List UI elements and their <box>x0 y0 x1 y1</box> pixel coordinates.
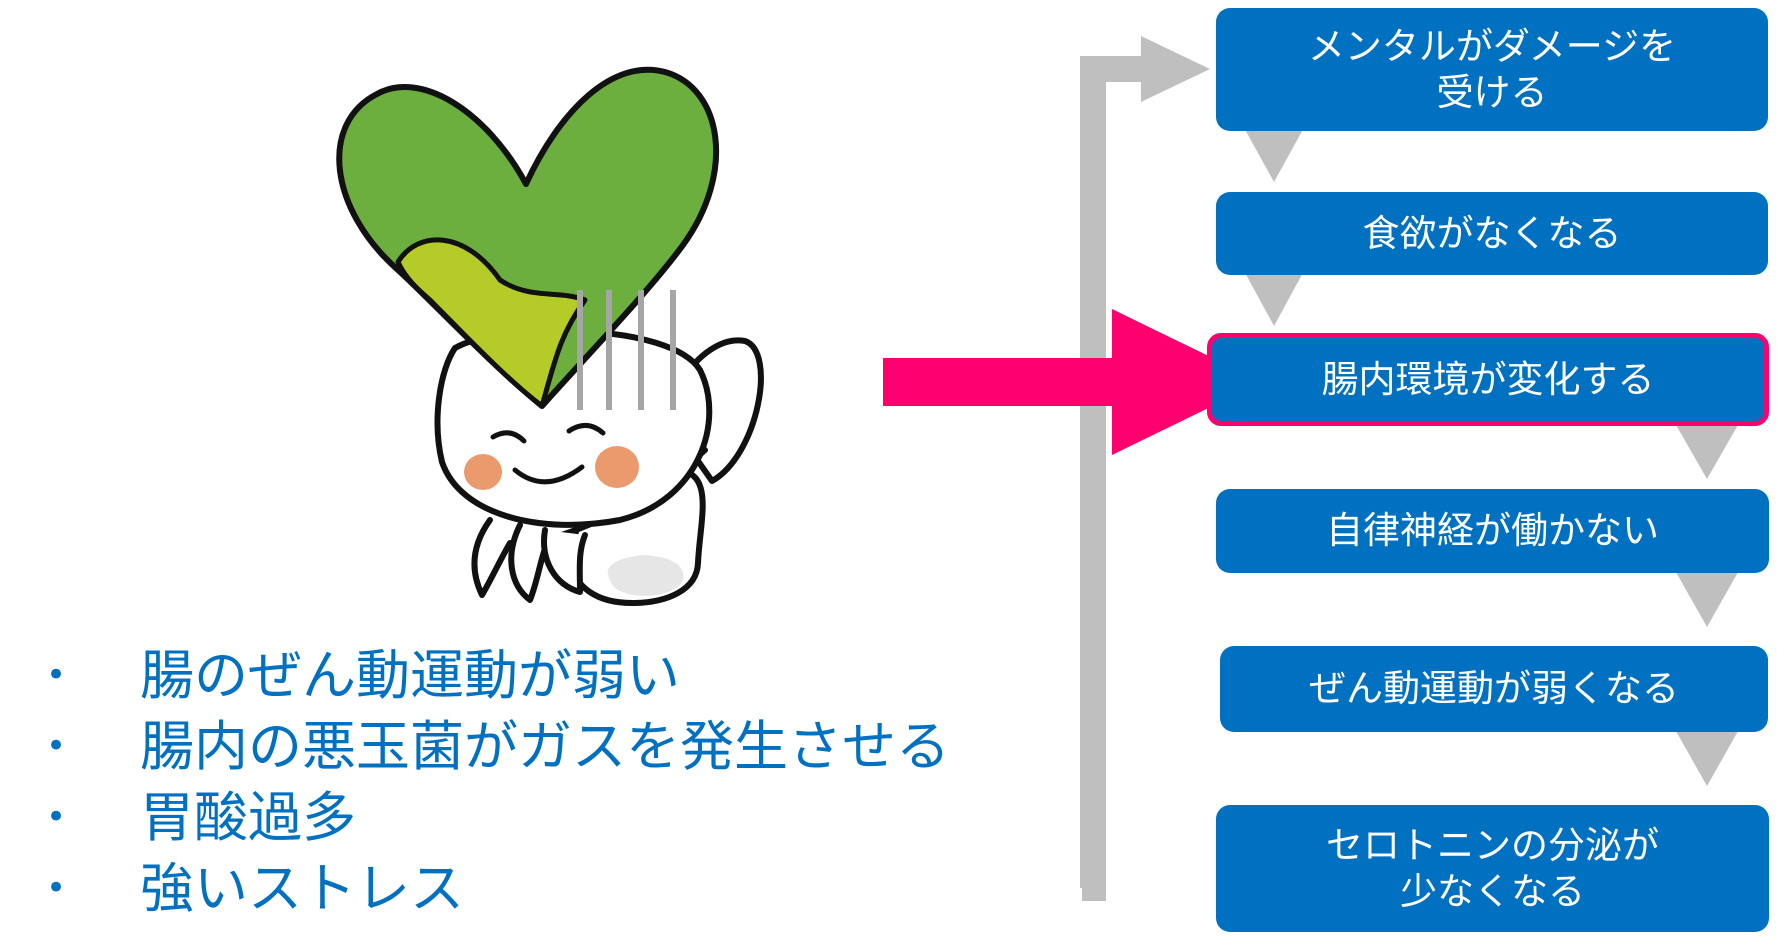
flow-step-gut-environment-change: 腸内環境が変化する <box>1207 333 1769 426</box>
flow-step-loss-of-appetite: 食欲がなくなる <box>1216 192 1768 275</box>
causes-list: • 腸のぜん動運動が弱い • 腸内の悪玉菌がガスを発生させる • 胃酸過多 • … <box>40 640 950 924</box>
step-connector-3 <box>1668 411 1746 479</box>
heart-leaf-light <box>395 237 588 409</box>
cause-item-text: 腸のぜん動運動が弱い <box>140 644 680 707</box>
flow-step-weak-peristalsis: ぜん動運動が弱くなる <box>1220 646 1768 732</box>
mascot-right-eye <box>566 423 606 436</box>
cause-item: • 強いストレス <box>40 853 950 924</box>
step-connector-4 <box>1668 558 1746 627</box>
flow-step-label: 腸内環境が変化する <box>1321 357 1655 401</box>
step-connector-1 <box>1237 115 1311 182</box>
flow-step-mental-damage: メンタルがダメージを 受ける <box>1216 8 1768 131</box>
cause-item-text: 腸内の悪玉菌がガスを発生させる <box>140 715 950 778</box>
flow-step-label: セロトニンの分泌が 少なくなる <box>1326 824 1659 913</box>
feedback-loop-connector <box>1080 36 1210 901</box>
mascot-mouth <box>512 464 585 485</box>
step-connectors <box>1237 115 1746 786</box>
flow-step-label: 食欲がなくなる <box>1362 211 1622 255</box>
mascot-left-eye <box>490 430 527 444</box>
flow-step-label: 自律神経が働かない <box>1326 509 1659 553</box>
mascot-illustration <box>336 66 764 606</box>
feedback-loop-path <box>1080 56 1144 901</box>
cause-item-text: 胃酸過多 <box>140 786 356 849</box>
mascot-left-cheek <box>464 454 502 490</box>
step-connector-5 <box>1668 717 1746 786</box>
step-connector-2 <box>1237 258 1311 326</box>
cause-item: • 腸のぜん動運動が弱い <box>40 640 950 711</box>
bullet-dot-icon: • <box>46 868 67 908</box>
flow-step-label: ぜん動運動が弱くなる <box>1309 667 1679 711</box>
pink-arrow-shaft <box>883 358 1128 406</box>
cause-item-text: 強いストレス <box>140 857 464 920</box>
flow-step-autonomic-nerves: 自律神経が働かない <box>1216 489 1769 573</box>
pink-arrow <box>883 309 1262 455</box>
flow-step-label: メンタルがダメージを 受ける <box>1307 25 1677 114</box>
bullet-dot-icon: • <box>46 726 67 766</box>
mascot-right-cheek <box>595 446 639 488</box>
feedback-loop-arrowhead <box>1141 36 1210 102</box>
bullet-dot-icon: • <box>46 797 67 837</box>
bullet-dot-icon: • <box>46 655 67 695</box>
cause-item: • 胃酸過多 <box>40 782 950 853</box>
pink-arrow-head <box>1112 309 1262 455</box>
flow-step-less-serotonin: セロトニンの分泌が 少なくなる <box>1216 805 1769 932</box>
heart-leaf-icon <box>336 66 720 409</box>
cause-item: • 腸内の悪玉菌がガスを発生させる <box>40 711 950 782</box>
mascot-legs <box>471 517 588 603</box>
gloom-lines-icon <box>577 290 676 410</box>
